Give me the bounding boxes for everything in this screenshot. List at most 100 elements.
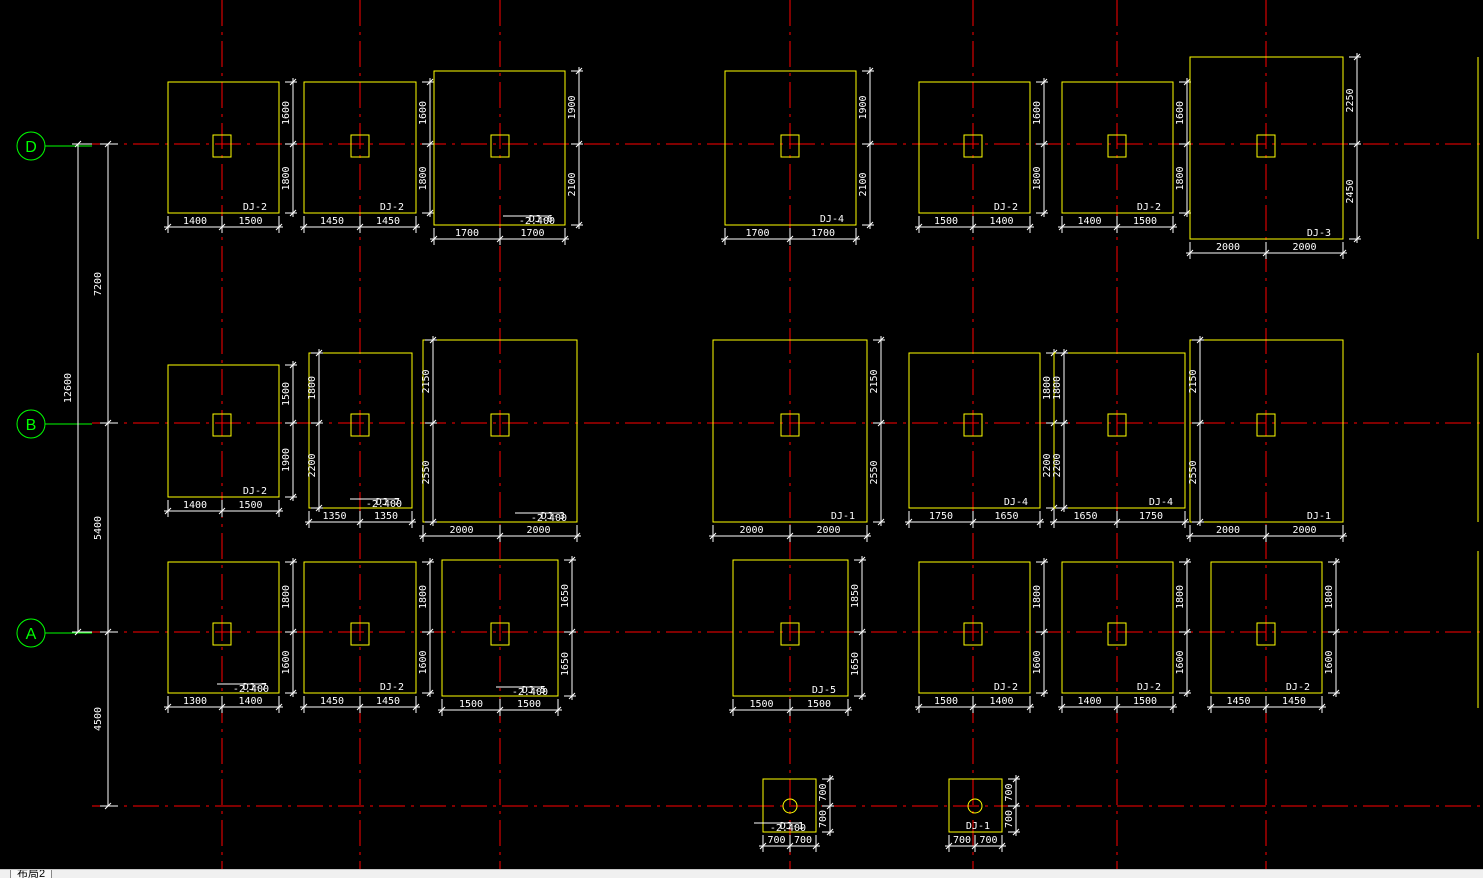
column-stub xyxy=(963,134,983,158)
dimension-tick xyxy=(289,361,297,369)
column-stub xyxy=(963,622,983,646)
dimension-tick xyxy=(969,518,977,526)
dimension-tick xyxy=(1060,419,1068,427)
dimension-tick xyxy=(554,706,562,714)
column-stub xyxy=(212,413,232,437)
column-stub xyxy=(780,134,800,158)
dimension-tick xyxy=(289,209,297,217)
dimension-tick xyxy=(1339,532,1347,540)
dimension-tick xyxy=(1050,518,1058,526)
dimension-tick xyxy=(496,532,504,540)
footing-dim-text: 1450 xyxy=(1282,696,1306,707)
dimension-tick xyxy=(104,802,112,810)
footing-dim-text: 1700 xyxy=(455,228,479,239)
dimension-tick xyxy=(426,558,434,566)
elevation-label: -2.400 xyxy=(366,499,402,510)
column-stub xyxy=(490,413,510,437)
footing-dim-text: 1600 xyxy=(418,101,429,125)
footing-outline xyxy=(303,81,417,214)
column-stub xyxy=(1256,134,1276,158)
footing-dim-text: 1350 xyxy=(374,511,398,522)
dimension-tick xyxy=(74,628,82,636)
dimension-tick xyxy=(786,235,794,243)
dimension-tick xyxy=(812,842,820,850)
dimension-tick xyxy=(289,419,297,427)
dimension-tick xyxy=(419,532,427,540)
footing-name-label: DJ-2 xyxy=(380,202,404,213)
footing-dim-text: 1900 xyxy=(858,95,869,119)
dimension-tick xyxy=(877,419,885,427)
dimension-tick xyxy=(786,842,794,850)
footing-dim-text: 1750 xyxy=(929,511,953,522)
footing-dim-text: 1700 xyxy=(745,228,769,239)
footing-dim-text: 1650 xyxy=(560,584,571,608)
footing-dim-text: 1650 xyxy=(1073,511,1097,522)
dimension-tick xyxy=(218,507,226,515)
dimension-tick xyxy=(866,67,874,75)
footing-dim-text: 1800 xyxy=(281,585,292,609)
dimension-tick xyxy=(877,518,885,526)
footing-dim-text: 1600 xyxy=(1032,101,1043,125)
footing-dim-text: 1900 xyxy=(567,95,578,119)
dimension-tick xyxy=(429,336,437,344)
dimension-tick xyxy=(1169,223,1177,231)
footing-dim-text: 1600 xyxy=(1032,650,1043,674)
dimension-tick xyxy=(1332,558,1340,566)
dimension-tick xyxy=(275,223,283,231)
footing-name-label: DJ-3 xyxy=(1307,228,1331,239)
dimension-tick xyxy=(1058,703,1066,711)
footing-name-label: DJ-2 xyxy=(994,682,1018,693)
footing-dim-text: 700 xyxy=(1004,783,1015,801)
dimension-tick xyxy=(356,223,364,231)
dimension-tick xyxy=(218,223,226,231)
footing-name-label: DJ-5 xyxy=(812,685,836,696)
footing-name-label: DJ-3 xyxy=(541,511,565,522)
dimension-tick xyxy=(429,518,437,526)
footing-dim-text: 700 xyxy=(979,835,997,846)
footing-dim-text: 2200 xyxy=(307,453,318,477)
footing-dim-text: 1350 xyxy=(322,511,346,522)
pile-circle xyxy=(967,798,983,814)
footing-dim-text: 2000 xyxy=(1292,242,1316,253)
dimension-tick xyxy=(1262,532,1270,540)
dimension-tick xyxy=(1169,703,1177,711)
dimension-tick xyxy=(1196,336,1204,344)
column-stub xyxy=(780,413,800,437)
column-stub xyxy=(780,622,800,646)
column-stub xyxy=(350,413,370,437)
dimension-tick xyxy=(786,706,794,714)
footing-dim-text: 2000 xyxy=(1292,525,1316,536)
layout-tab[interactable]: 布局2 xyxy=(10,870,53,878)
footing-dim-text: 2000 xyxy=(739,525,763,536)
column-stub xyxy=(212,622,232,646)
dimension-tick xyxy=(1186,249,1194,257)
footing-dim-text: 1500 xyxy=(281,382,292,406)
dimension-tick xyxy=(915,703,923,711)
dimension-tick xyxy=(1183,628,1191,636)
dimension-tick xyxy=(709,532,717,540)
dimension-tick xyxy=(104,628,112,636)
dimension-tick xyxy=(1026,703,1034,711)
dimension-tick xyxy=(426,209,434,217)
footing-name-label: DJ-1 xyxy=(831,511,855,522)
footing-name-label: DJ-5 xyxy=(522,685,546,696)
footing-name-label: DJ-2 xyxy=(1286,682,1310,693)
dimension-tick xyxy=(1058,223,1066,231)
dimension-tick xyxy=(275,703,283,711)
footing-dim-text: 2200 xyxy=(1052,453,1063,477)
footing-dim-text: 1400 xyxy=(989,216,1013,227)
dimension-tick xyxy=(1181,518,1189,526)
footing-name-label: DJ-1 xyxy=(780,821,804,832)
dimension-tick xyxy=(408,518,416,526)
footing-dim-text: 1650 xyxy=(850,652,861,676)
column-stub xyxy=(963,413,983,437)
footing-outline xyxy=(918,81,1031,214)
dimension-tick xyxy=(877,336,885,344)
dimension-tick xyxy=(412,223,420,231)
column-stub xyxy=(1256,413,1276,437)
footing-name-label: DJ-2 xyxy=(1137,682,1161,693)
dimension-tick xyxy=(496,235,504,243)
dimension-tick xyxy=(568,628,576,636)
dimension-tick xyxy=(438,706,446,714)
